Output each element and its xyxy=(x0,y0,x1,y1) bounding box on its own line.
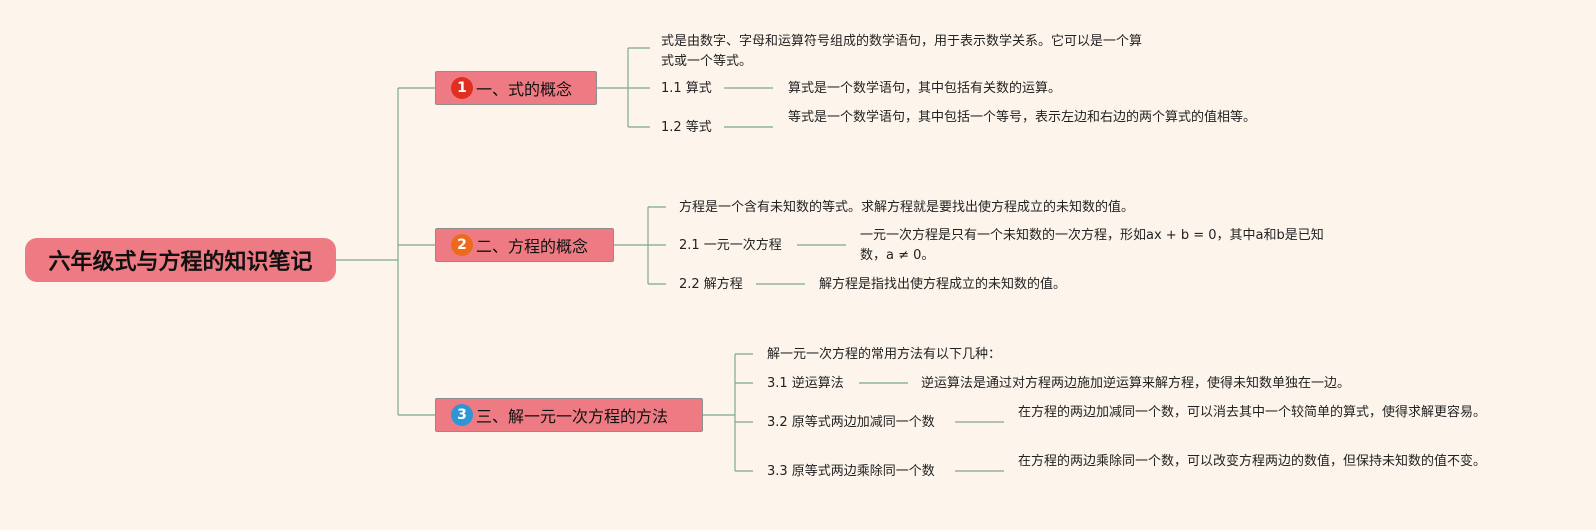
branch-label-1: 一、式的概念 xyxy=(476,80,573,99)
branch-3-intro: 解一元一次方程的常用方法有以下几种： xyxy=(767,347,1002,362)
item-label-2-2[interactable]: 2.2 解方程 xyxy=(679,277,743,292)
item-label-3-1[interactable]: 3.1 逆运算法 xyxy=(767,376,844,391)
branch-1-intro: 式是由数字、字母和运算符号组成的数学语句，用于表示数学关系。它可以是一个算式或一… xyxy=(661,34,1143,69)
item-desc-3-1: 逆运算法是通过对方程两边施加逆运算来解方程，使得未知数单独在一边。 xyxy=(921,376,1351,391)
branch-node-1[interactable]: 1 一、式的概念 xyxy=(435,71,597,105)
item-desc-3-2: 在方程的两边加减同一个数，可以消去其中一个较简单的算式，使得求解更容易。 xyxy=(1018,405,1487,420)
item-label-3-3[interactable]: 3.3 原等式两边乘除同一个数 xyxy=(767,464,935,479)
item-label-3-2[interactable]: 3.2 原等式两边加减同一个数 xyxy=(767,415,935,430)
root-node[interactable]: 六年级式与方程的知识笔记 xyxy=(25,238,336,282)
number-badge-1: 1 xyxy=(451,77,473,99)
item-label-2-1[interactable]: 2.1 一元一次方程 xyxy=(679,238,782,253)
branch-node-3[interactable]: 3 三、解一元一次方程的方法 xyxy=(435,398,703,432)
item-desc-3-3: 在方程的两边乘除同一个数，可以改变方程两边的数值，但保持未知数的值不变。 xyxy=(1018,454,1487,469)
number-badge-3: 3 xyxy=(451,404,473,426)
branch-label-2: 二、方程的概念 xyxy=(476,237,589,256)
item-desc-1-1: 算式是一个数学语句，其中包括有关数的运算。 xyxy=(788,81,1062,96)
branch-2-intro: 方程是一个含有未知数的等式。求解方程就是要找出使方程成立的未知数的值。 xyxy=(679,200,1135,215)
number-badge-2: 2 xyxy=(451,234,473,256)
item-label-1-1[interactable]: 1.1 算式 xyxy=(661,81,712,96)
item-label-1-2[interactable]: 1.2 等式 xyxy=(661,120,712,135)
root-label: 六年级式与方程的知识笔记 xyxy=(48,250,313,275)
branch-label-3: 三、解一元一次方程的方法 xyxy=(476,407,669,426)
item-desc-2-2: 解方程是指找出使方程成立的未知数的值。 xyxy=(819,277,1067,292)
item-desc-1-2: 等式是一个数学语句，其中包括一个等号，表示左边和右边的两个算式的值相等。 xyxy=(788,110,1257,125)
branch-node-2[interactable]: 2 二、方程的概念 xyxy=(435,228,614,262)
item-desc-2-1: 一元一次方程是只有一个未知数的一次方程，形如ax + b = 0，其中a和b是已… xyxy=(860,228,1324,263)
